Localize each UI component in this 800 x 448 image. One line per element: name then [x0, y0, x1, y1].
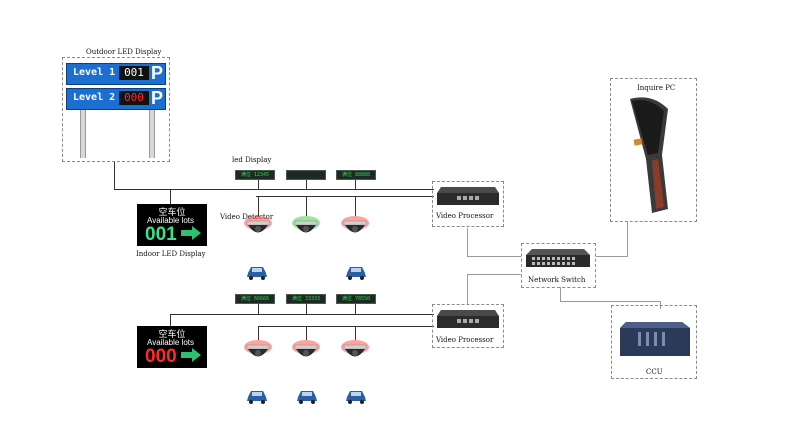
video-processor-device-icon	[437, 310, 499, 328]
wire-cam-bus-bottom	[258, 326, 434, 327]
led-bar-top-3: 满位 88888	[336, 170, 376, 180]
level-1-label: Level 1	[73, 67, 116, 78]
camera-detector-icon	[244, 216, 272, 233]
wire-cam-bot-2	[306, 326, 307, 340]
wire-bottom-bus	[170, 314, 434, 315]
camera-detector-icon	[292, 216, 320, 233]
video-processor-1-label: Video Processor	[436, 212, 494, 220]
network-switch-label: Network Switch	[528, 276, 586, 284]
video-processor-device-icon	[437, 187, 499, 205]
parking-p-icon: P	[150, 88, 163, 108]
led-bar-bottom-3: 满位 78550	[336, 294, 376, 304]
led-bar-bottom-2: 满位 33333	[286, 294, 326, 304]
outdoor-board-level-1: Level 1 001 P	[66, 63, 166, 85]
camera-detector-icon	[292, 340, 320, 357]
arrow-right-icon	[181, 226, 201, 240]
wire-indoor-top-up	[170, 189, 171, 205]
wire-switch-to-pc	[596, 256, 628, 257]
indoor-top-available: Available lots	[147, 216, 194, 225]
indoor-top-count: 001	[145, 224, 177, 245]
car-icon	[346, 391, 366, 404]
indoor-bottom-available: Available lots	[147, 338, 194, 347]
led-bar-bottom-1: 满位 66666	[235, 294, 275, 304]
wire-ledbar-b3	[355, 304, 356, 314]
wire-cam-top-2	[306, 196, 307, 216]
video-processor-2-label: Video Processor	[436, 336, 494, 344]
wire-top-bus	[114, 189, 434, 190]
ccu-label: CCU	[646, 368, 663, 376]
indoor-top-cn: 空车位	[158, 208, 186, 218]
indoor-led-display-bottom: 空车位 Available lots 000	[137, 326, 207, 368]
kiosk-terminal-icon	[630, 97, 668, 213]
wire-ledbar-3	[355, 180, 356, 190]
level-2-count: 000	[119, 91, 149, 105]
outdoor-board-level-2: Level 2 000 P	[66, 88, 166, 110]
arrow-right-icon	[181, 348, 201, 362]
inquire-pc-label: Inquire PC	[637, 84, 676, 92]
led-display-label: led Display	[232, 156, 272, 164]
level-2-label: Level 2	[73, 92, 116, 103]
wire-ledbar-1	[258, 180, 259, 190]
wire-ledbar-b1	[258, 304, 259, 314]
wire-cam-top-3	[355, 196, 356, 216]
camera-detector-icon	[341, 340, 369, 357]
indoor-bottom-cn: 空车位	[158, 330, 186, 340]
led-bar-top-1: 满位 12345	[235, 170, 275, 180]
camera-detector-icon	[341, 216, 369, 233]
wire-pc-down	[627, 222, 628, 256]
wire-switch-down	[560, 287, 561, 301]
wire-ledbar-2	[306, 180, 307, 190]
wire-to-ccu	[560, 301, 661, 302]
wire-vp2-to-switch	[467, 274, 521, 275]
parking-p-icon: P	[150, 63, 163, 83]
indoor-bottom-count: 000	[145, 346, 177, 367]
led-bar-top-2	[286, 170, 326, 180]
camera-detector-icon	[244, 340, 272, 357]
indoor-led-display-label: Indoor LED Display	[136, 250, 206, 258]
indoor-led-display-top: 空车位 Available lots 001	[137, 204, 207, 246]
wire-vp1-to-switch	[467, 256, 521, 257]
wire-cam-bot-3	[355, 326, 356, 340]
wire-vp2-up	[467, 274, 468, 304]
network-switch-frame	[521, 243, 596, 288]
wire-cam-bus-top	[256, 196, 434, 197]
sign-pole-left	[80, 110, 86, 158]
wire-cam-top-1	[258, 196, 259, 216]
car-icon	[247, 391, 267, 404]
video-detector-label: Video Detector	[220, 213, 274, 221]
network-switch-device-icon	[526, 249, 590, 267]
wire-indoor-bottom	[170, 314, 171, 326]
wire-cam-bot-1	[258, 326, 259, 340]
wire-vp1-down	[467, 228, 468, 256]
inquire-pc-frame	[610, 78, 697, 222]
video-processor-2-frame	[432, 304, 504, 348]
car-icon	[297, 391, 317, 404]
sign-pole-right	[149, 110, 155, 158]
wire-outdoor-down	[114, 162, 115, 190]
car-icon	[346, 267, 366, 280]
ccu-frame	[611, 305, 697, 379]
car-icon	[247, 267, 267, 280]
wire-ledbar-b2	[306, 304, 307, 314]
ccu-device-icon	[620, 322, 690, 356]
video-processor-1-frame	[432, 181, 504, 227]
level-1-count: 001	[119, 66, 149, 80]
outdoor-led-display-frame	[62, 57, 170, 162]
outdoor-led-display-label: Outdoor LED Display	[86, 48, 162, 56]
